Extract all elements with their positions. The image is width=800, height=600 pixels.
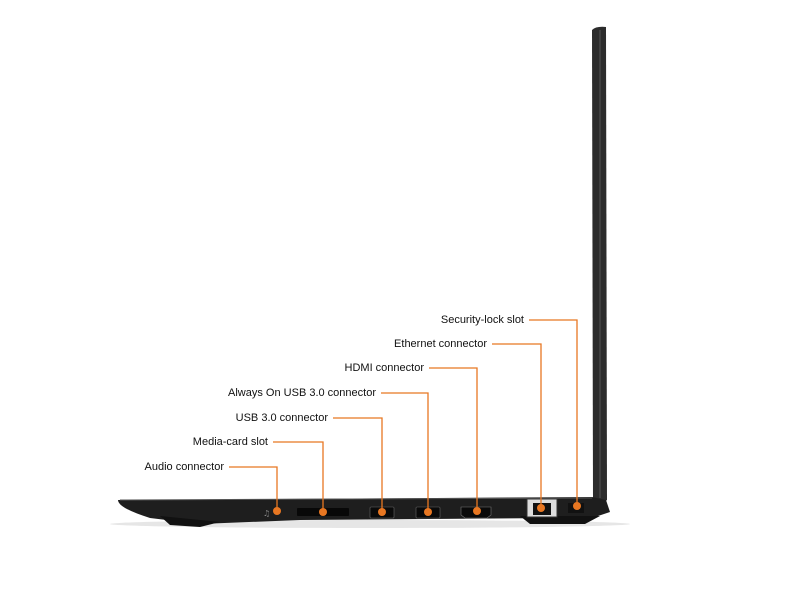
audio-connector-leader-line (229, 466, 278, 511)
security-lock-slot-marker (573, 502, 581, 510)
always-on-usb-connector-marker (424, 508, 432, 516)
ethernet-connector-marker (537, 504, 545, 512)
usb-connector-marker (378, 508, 386, 516)
usb-connector-label: USB 3.0 connector (235, 412, 328, 424)
always-on-usb-connector-label: Always On USB 3.0 connector (228, 387, 376, 399)
security-lock-slot-leader-line (529, 319, 578, 506)
hdmi-connector-label: HDMI connector (344, 362, 424, 374)
security-lock-slot-label: Security-lock slot (440, 314, 524, 326)
hdmi-connector-marker (473, 507, 481, 515)
usb-connector-leader-line (333, 417, 383, 512)
media-card-slot-label: Media-card slot (192, 436, 268, 448)
ethernet-connector-leader-line (492, 343, 542, 508)
audio-connector-label: Audio connector (144, 461, 225, 473)
media-card-slot-marker (319, 508, 327, 516)
callout-leaders (229, 319, 581, 516)
audio-connector-marker (273, 507, 281, 515)
ethernet-connector-label: Ethernet connector (394, 338, 487, 350)
hdmi-connector-leader-line (429, 367, 478, 511)
svg-text:♫: ♫ (263, 509, 270, 518)
always-on-usb-connector-leader-line (381, 392, 429, 512)
media-card-slot-leader-line (273, 441, 324, 512)
